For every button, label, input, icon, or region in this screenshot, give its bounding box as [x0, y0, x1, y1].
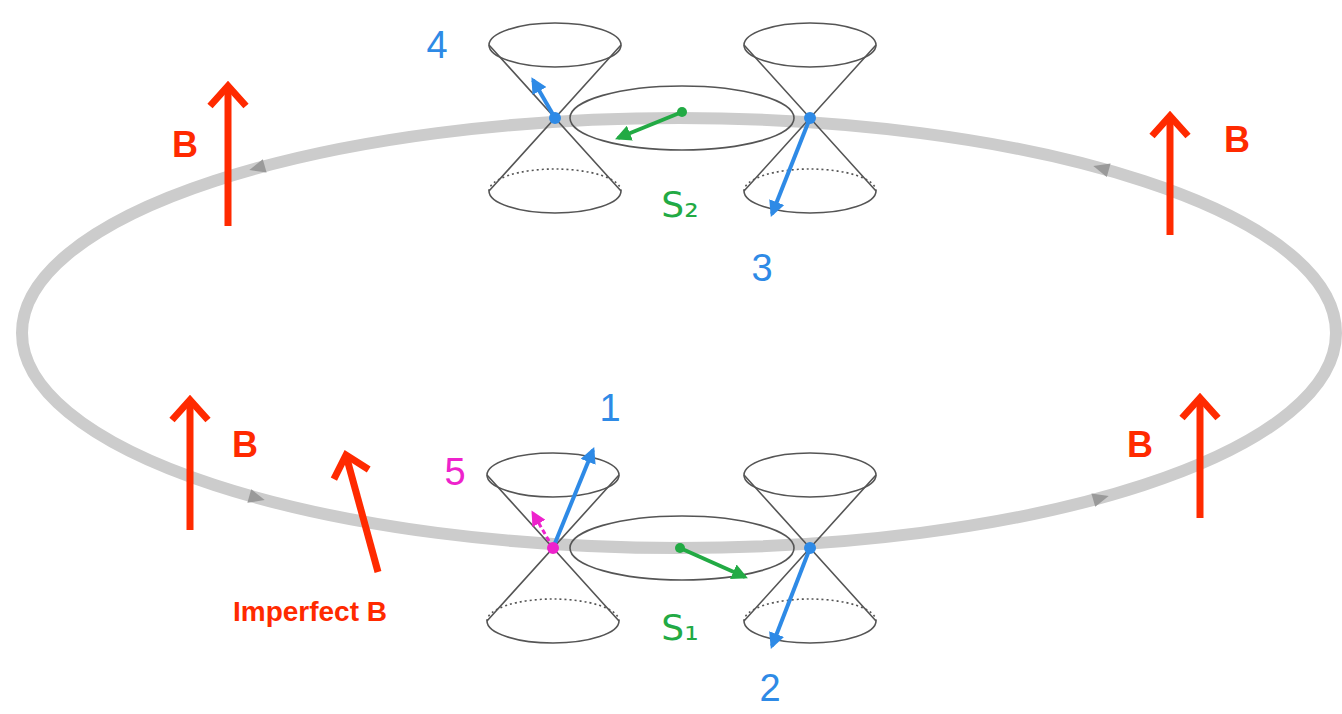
double-cone: [489, 23, 621, 213]
perturbed-spin-arrow: [533, 513, 553, 548]
orbit-ring: [22, 118, 1336, 548]
total-spin-arrow: [618, 107, 745, 577]
double-cone: [487, 453, 619, 643]
double-cone: [744, 453, 876, 643]
callout-number: 5: [444, 453, 465, 491]
spin-ellipse: [570, 516, 794, 580]
field-arrow: [172, 86, 1218, 572]
spin-site: [547, 112, 816, 554]
spin-label: S₁: [661, 610, 698, 646]
callout-number: 2: [759, 669, 780, 707]
callout-number: 1: [599, 389, 620, 427]
field-label: B: [1127, 427, 1153, 463]
spin-ellipse: [570, 86, 794, 150]
spin-arrow: [533, 80, 810, 646]
field-label: B: [172, 127, 198, 163]
callout-number: 4: [426, 26, 447, 64]
spin-label: S₂: [661, 187, 698, 223]
field-label: B: [1224, 122, 1250, 158]
field-label: Imperfect B: [233, 598, 387, 626]
callout-number: 3: [751, 249, 772, 287]
double-cone: [744, 23, 876, 213]
orbit-direction: [247, 159, 1110, 507]
field-label: B: [232, 427, 258, 463]
